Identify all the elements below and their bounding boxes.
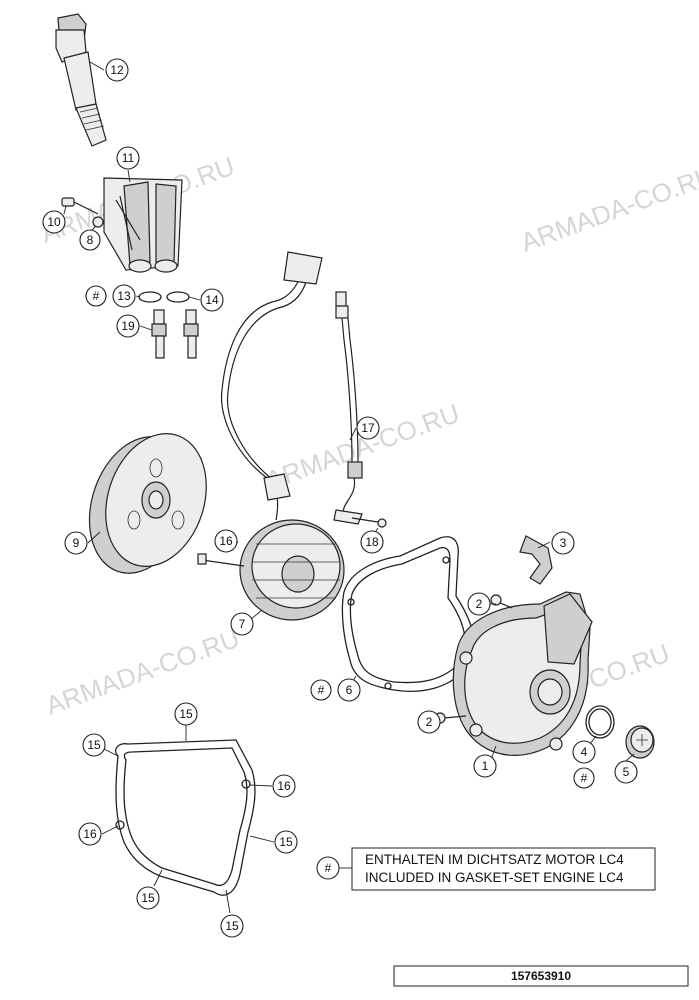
callout-label: 17 [361, 421, 375, 435]
callout-2-lower: 2 [417, 710, 441, 734]
callout-label: 18 [365, 535, 379, 549]
callout-label: 16 [83, 827, 97, 841]
bolt-part-10 [61, 197, 99, 215]
callout-9: 9 [64, 531, 88, 555]
inner-gasket-15-16 [114, 739, 256, 896]
callout-label: 14 [205, 293, 219, 307]
ignition-coil-part [55, 13, 107, 147]
o-ring-part-4 [585, 705, 615, 739]
callout-13: 13 [112, 284, 136, 308]
callout-3: 3 [551, 531, 575, 555]
callout-label: # [93, 289, 100, 303]
sensor-cable-part-17 [333, 291, 363, 525]
callout-label: 19 [121, 319, 135, 333]
callout-hash-13: # [85, 285, 107, 307]
callout-label: 16 [219, 534, 233, 548]
callout-label: 15 [225, 919, 239, 933]
callout-15-left: 15 [82, 733, 106, 757]
callout-15-right: 15 [274, 830, 298, 854]
callout-17: 17 [356, 416, 380, 440]
watermark-text: ARMADA-CO.RU [262, 398, 464, 496]
note-hash-symbol: # [316, 856, 340, 880]
callout-label: 2 [426, 715, 433, 729]
callout-hash-6: # [310, 679, 332, 701]
callout-label: 8 [87, 233, 94, 247]
gasket-set-note: # ENTHALTEN IM DICHTSATZ MOTOR LC4 INCLU… [316, 847, 656, 891]
callout-16-right: 16 [272, 774, 296, 798]
callout-label: 5 [623, 765, 630, 779]
callout-18: 18 [360, 530, 384, 554]
callout-2-upper: 2 [467, 592, 491, 616]
watermark-text: ARMADA-CO.RU [517, 160, 699, 258]
callout-15-top: 15 [174, 702, 198, 726]
callout-6: 6 [337, 678, 361, 702]
callout-12: 12 [105, 58, 129, 82]
screw-part-18 [351, 517, 387, 528]
callout-7: 7 [230, 612, 254, 636]
callout-4: 4 [572, 740, 596, 764]
callout-14: 14 [200, 288, 224, 312]
callout-11: 11 [116, 146, 140, 170]
callout-label: 15 [141, 891, 155, 905]
callout-hash-4: # [573, 767, 595, 789]
callout-label: # [581, 771, 588, 785]
ignition-cover-part-1 [452, 591, 593, 756]
bracket-part-3 [519, 535, 553, 585]
callout-label: 11 [122, 151, 135, 165]
callout-label: 4 [581, 745, 588, 759]
document-number: 157653910 [511, 969, 571, 983]
callout-label: # [318, 683, 325, 697]
callout-15-bottom-left: 15 [136, 886, 160, 910]
callout-label: 15 [279, 835, 293, 849]
callout-label: 10 [47, 215, 61, 229]
clip-part-8 [92, 216, 104, 228]
callout-label: 2 [476, 597, 483, 611]
callout-label: 13 [117, 289, 131, 303]
watermark-text: ARMADA-CO.RU [42, 623, 244, 721]
callout-8: 8 [79, 229, 101, 251]
note-line-german: ENTHALTEN IM DICHTSATZ MOTOR LC4 [365, 852, 624, 867]
callout-16-stator-bolt: 16 [214, 529, 238, 553]
callout-10: 10 [42, 210, 66, 234]
o-rings-part-13-14 [138, 291, 190, 303]
spark-plugs-part-19 [151, 309, 199, 359]
stator-wire-harness [220, 251, 323, 521]
document-number-box: 157653910 [393, 965, 689, 987]
flywheel-rotor-part-9 [88, 433, 207, 574]
callout-label: 15 [179, 707, 193, 721]
callout-label: 16 [277, 779, 291, 793]
callout-label: 9 [73, 536, 80, 550]
callout-19: 19 [116, 314, 140, 338]
callout-label: 7 [239, 617, 246, 631]
stator-part-7 [197, 519, 345, 621]
bracket-part-11 [103, 177, 183, 273]
callout-label: 12 [110, 63, 124, 77]
callout-15-bottom: 15 [220, 914, 244, 938]
callout-label: 3 [560, 536, 567, 550]
callout-label: 6 [346, 683, 353, 697]
callout-5: 5 [614, 760, 638, 784]
callout-1: 1 [473, 754, 497, 778]
note-hash-label: # [325, 861, 332, 875]
screw-plug-part-5 [625, 725, 655, 759]
callout-16-left: 16 [78, 822, 102, 846]
callout-label: 15 [87, 738, 101, 752]
note-line-english: INCLUDED IN GASKET-SET ENGINE LC4 [365, 870, 624, 885]
callout-label: 1 [482, 759, 489, 773]
